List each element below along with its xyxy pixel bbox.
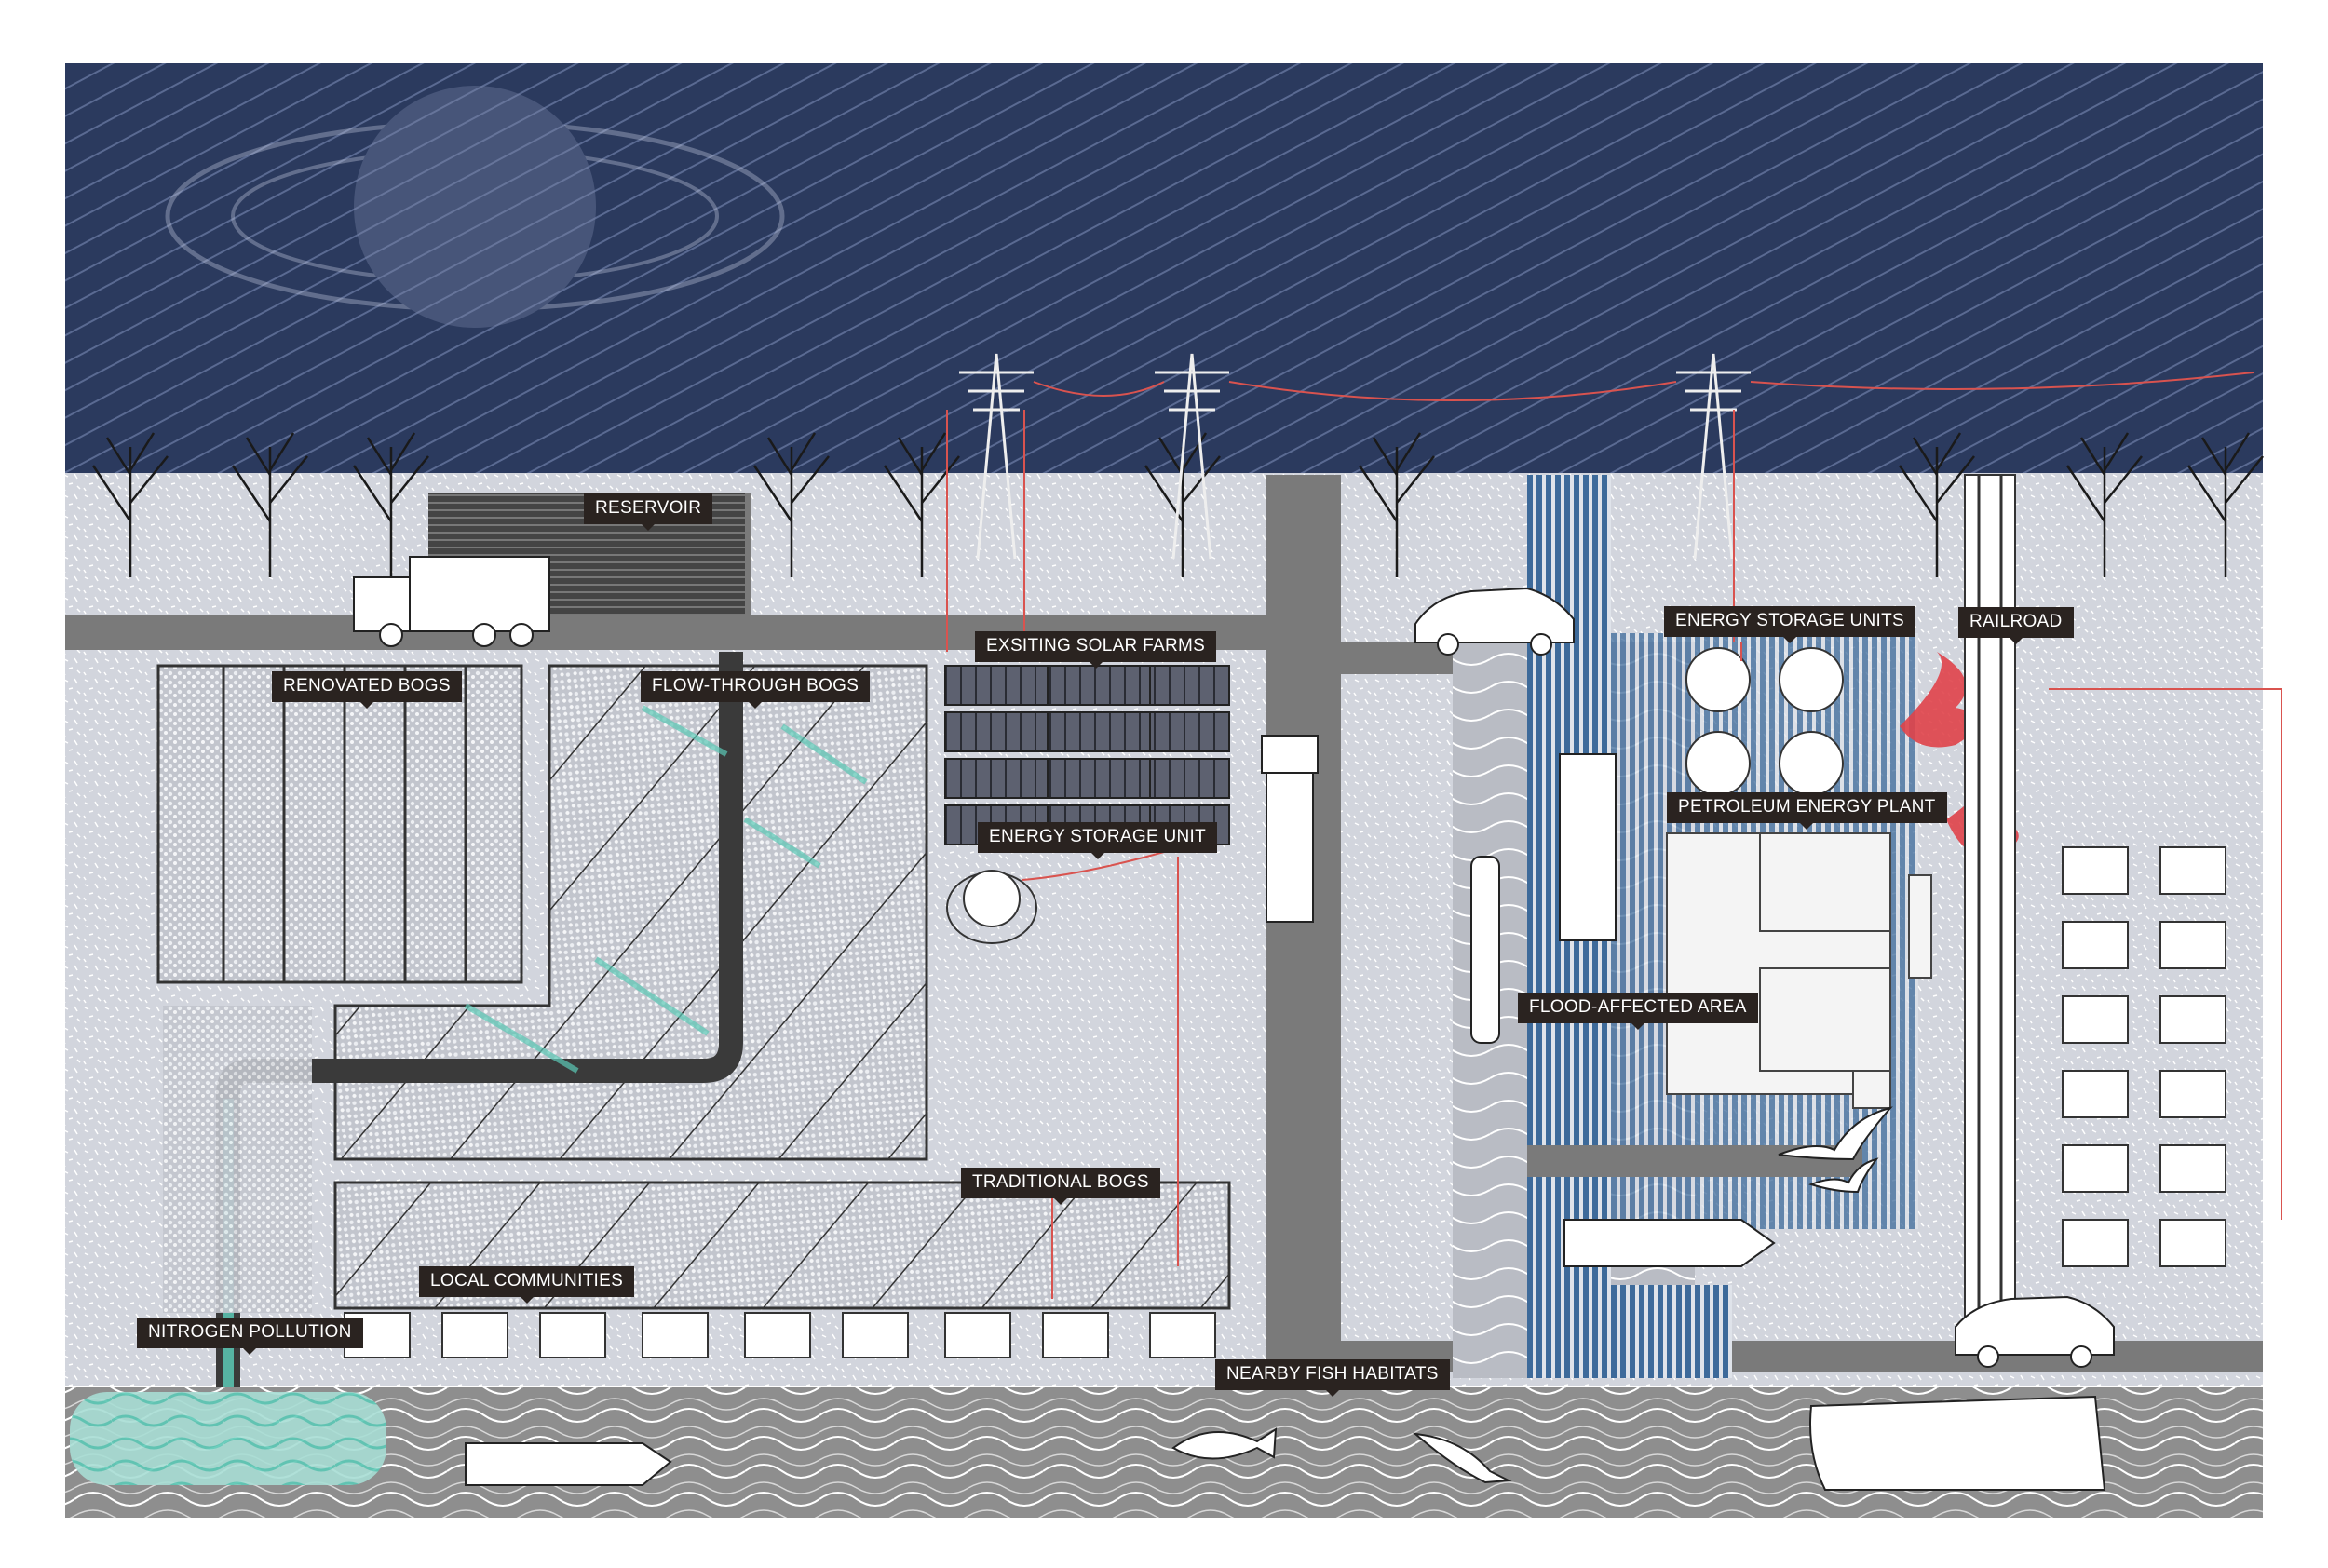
traditional-bogs-label: TRADITIONAL BOGS — [961, 1168, 1160, 1205]
nitrogen-pollution-label: NITROGEN POLLUTION — [137, 1318, 363, 1355]
renovated-bog-dividers — [222, 666, 467, 982]
power-line — [1033, 372, 2254, 401]
flow-through-bogs-label: FLOW-THROUGH BOGS — [641, 671, 871, 709]
transmission-tower-icon — [1155, 353, 1229, 560]
flood-stripes-south — [1564, 1285, 1732, 1378]
tree-icon — [883, 432, 960, 577]
truck-icon — [353, 556, 550, 647]
existing-solar-farms-label: EXSITING SOLAR FARMS — [975, 631, 1217, 669]
renovated-bogs-area — [156, 664, 523, 984]
sky — [65, 63, 2263, 473]
tree-icon — [91, 432, 169, 577]
flow-through-bogs-area — [333, 664, 928, 1161]
truck-icon — [1261, 735, 1319, 923]
tree-icon — [1898, 432, 1975, 577]
truck-icon — [1559, 753, 1617, 941]
energy-storage-units-icon — [1685, 647, 1844, 796]
local-community-houses — [344, 1312, 1216, 1358]
tree-icon — [231, 432, 308, 577]
barge-icon — [1809, 1395, 2106, 1491]
tree-icon — [2065, 432, 2143, 577]
nitrogen-plume — [70, 1392, 386, 1485]
renovated-bogs-label: RENOVATED BOGS — [272, 671, 462, 709]
boat-icon — [1563, 1219, 1776, 1267]
transmission-tower-icon — [959, 353, 1034, 560]
smokestack — [1908, 874, 1932, 979]
flood-affected-area-label: FLOOD-AFFECTED AREA — [1518, 993, 1758, 1030]
tree-icon — [352, 432, 429, 577]
railroad-track — [1964, 474, 2016, 1351]
petroleum-plant-building — [1666, 832, 1891, 1109]
saturn-planet-icon — [165, 86, 785, 328]
railroad-label: RAILROAD — [1958, 607, 2074, 644]
tree-icon — [2186, 432, 2264, 577]
car-icon — [1414, 587, 1575, 656]
petroleum-energy-plant-label: PETROLEUM ENERGY PLANT — [1667, 792, 1947, 830]
transmission-tower-icon — [1676, 353, 1751, 560]
tree-icon — [752, 432, 830, 577]
bird-icon — [1778, 1106, 1893, 1161]
local-communities-label: LOCAL COMMUNITIES — [419, 1266, 635, 1304]
nitrogen-streaks — [464, 705, 868, 1074]
nitrogen-gravel — [163, 1006, 312, 1313]
boat-icon — [465, 1442, 672, 1486]
fish-icon — [1412, 1432, 1512, 1484]
nearby-fish-habitats-label: NEARBY FISH HABITATS — [1215, 1359, 1450, 1397]
leader-lines — [946, 410, 2282, 1299]
fish-icon — [1171, 1427, 1278, 1460]
tree-icon — [1358, 432, 1435, 577]
reservoir-label: RESERVOIR — [584, 493, 713, 531]
energy-storage-unit-label: ENERGY STORAGE UNIT — [978, 822, 1218, 859]
car-icon — [1955, 1295, 2115, 1368]
houses-east — [2062, 846, 2226, 1267]
boat-icon — [1470, 856, 1500, 1044]
bird-icon — [1808, 1157, 1879, 1194]
energy-storage-unit-icon — [946, 870, 1037, 944]
energy-storage-units-label: ENERGY STORAGE UNITS — [1664, 606, 1916, 643]
